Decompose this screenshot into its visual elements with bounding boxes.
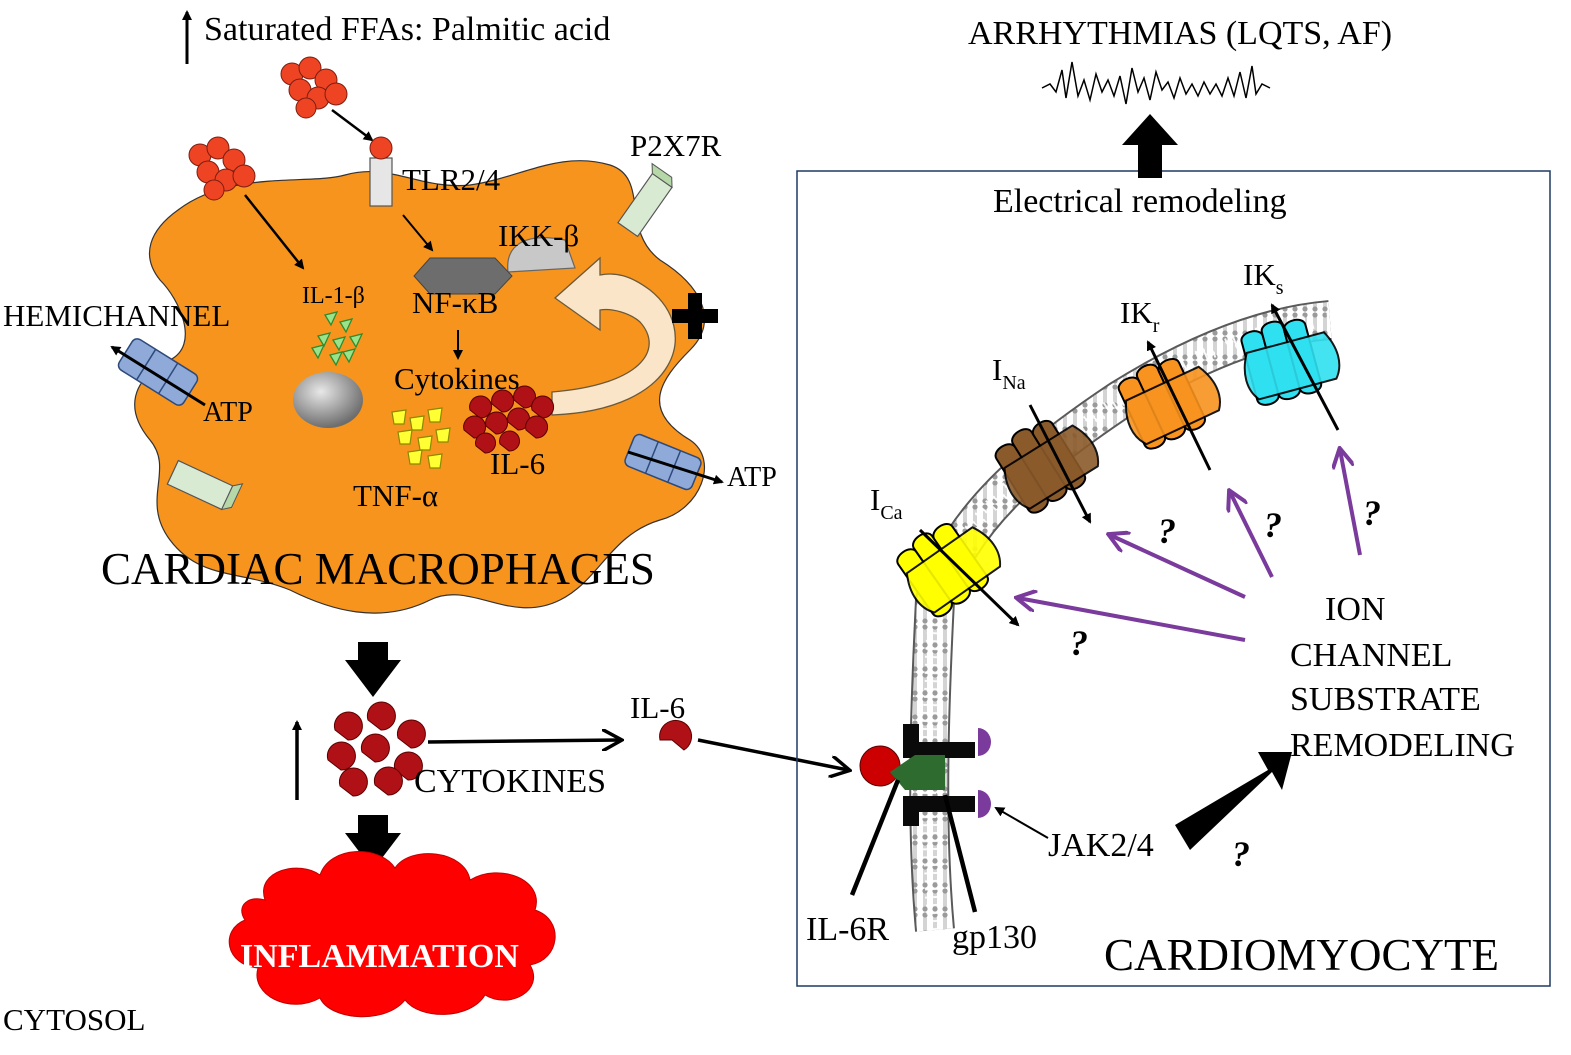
- ikk-label: IKK-β: [498, 218, 579, 253]
- purple-arrow-ica: [1018, 598, 1246, 642]
- il6r-pointer: [849, 779, 901, 896]
- il1b-triangles: [310, 311, 364, 367]
- tnf-alpha-shapes: [391, 407, 451, 469]
- iks-channel: [1240, 318, 1341, 406]
- jak-label: JAK2/4: [1048, 827, 1154, 864]
- jak-label-pointer: [994, 807, 1049, 839]
- il6-pacman: [659, 719, 693, 751]
- purple-arrow-iks: [1340, 450, 1362, 556]
- cytokines-to-il6-arrow: [427, 740, 620, 742]
- gp130-bar-bottom: [903, 796, 975, 812]
- question-mark-iks: ?: [1363, 493, 1381, 533]
- arrhythmias-label: ARRHYTHMIAS (LQTS, AF): [968, 15, 1392, 52]
- atp-left-label: ATP: [203, 397, 253, 428]
- hemichannel-atp-arrow: [110, 345, 206, 407]
- iks-arrow: [1270, 303, 1340, 431]
- feedback-arrow: [551, 256, 676, 416]
- gp130-stem-top: [903, 724, 919, 758]
- nfkb-shape: [413, 257, 513, 295]
- ikr-arrow: [1146, 340, 1212, 471]
- inflammation-label: INFLAMMATION: [240, 938, 519, 975]
- tlr-label: TLR2/4: [402, 162, 501, 197]
- il6-to-receptor-arrow: [697, 738, 848, 770]
- p2x7r-receptor-bottom: [166, 459, 244, 511]
- purple-arrow-ikr: [1230, 492, 1274, 578]
- il6-in-label: IL-6: [490, 446, 545, 481]
- ikr-label: IKr: [1120, 295, 1160, 337]
- purple-arrow-ina: [1110, 535, 1246, 599]
- inflammation-cloud: [228, 851, 556, 1018]
- cardiomyocyte-label: CARDIOMYOCYTE: [1104, 930, 1499, 980]
- il6-out-label: IL-6: [630, 690, 685, 725]
- question-mark-ina: ?: [1158, 511, 1176, 551]
- cytokines-out-label: CYTOKINES: [414, 763, 606, 800]
- gp130-label: gp130: [952, 919, 1037, 956]
- ica-channel: [896, 523, 1001, 618]
- ffa-to-tlr-arrow: [331, 109, 374, 142]
- il1b-label: IL-1-β: [302, 283, 365, 309]
- jak-top: [978, 728, 991, 756]
- tlr-receptor: [369, 157, 393, 207]
- il6r-label: IL-6R: [806, 911, 889, 948]
- down-arrow-2: [345, 815, 401, 870]
- ina-arrow: [1028, 404, 1092, 524]
- gp130-stem-bottom: [903, 796, 919, 826]
- electrical-label: Electrical remodeling: [993, 183, 1287, 220]
- ecg-trace-icon: [1041, 61, 1271, 105]
- hemichannel-label: HEMICHANNEL: [3, 298, 230, 333]
- p2x7r-receptor-top: [617, 162, 673, 238]
- cytosol-label: CYTOSOL: [3, 1002, 145, 1037]
- gp130-pointer: [942, 794, 978, 913]
- atp-right-arrow: [627, 450, 724, 485]
- ion-remodeling-line1: ION: [1325, 591, 1385, 628]
- question-mark-jak: ?: [1232, 834, 1250, 874]
- cytokines-cluster: [326, 701, 426, 797]
- tnfa-label: TNF-α: [353, 478, 438, 513]
- ica-arrow: [918, 528, 1020, 627]
- cytokines-in-label: Cytokines: [394, 361, 520, 396]
- ikr-channel: [1117, 358, 1221, 450]
- jak-bottom: [978, 790, 991, 818]
- il6r-green: [890, 755, 945, 790]
- tlr-to-nfkb-arrow: [402, 214, 434, 252]
- p2x7r-label: P2X7R: [630, 128, 722, 163]
- il6-receptor-ligand: [859, 745, 901, 787]
- ion-remodeling-line4: REMODELING: [1290, 727, 1515, 764]
- ffa-label: Saturated FFAs: Palmitic acid: [204, 11, 610, 48]
- tlr-ligand: [369, 136, 393, 160]
- ion-remodeling-line3: SUBSTRATE: [1290, 681, 1481, 718]
- jak-to-remodeling-arrow: [1175, 752, 1292, 850]
- ffa-cluster-top: [280, 56, 348, 119]
- nucleus: [293, 372, 363, 428]
- atp-right-label: ATP: [727, 462, 777, 493]
- ikk-beta-shape: [507, 237, 576, 273]
- question-mark-ikr: ?: [1264, 505, 1282, 545]
- nfkb-label: NF-κB: [412, 285, 498, 320]
- ica-label: ICa: [870, 482, 903, 524]
- macrophage-cell: [134, 160, 706, 614]
- ion-remodeling-line2: CHANNEL: [1290, 637, 1452, 674]
- plus-icon: [672, 293, 718, 339]
- macrophages-label: CARDIAC MACROPHAGES: [101, 544, 655, 594]
- iks-label: IKs: [1243, 257, 1284, 299]
- question-mark-ica: ?: [1070, 623, 1088, 663]
- ina-label: INa: [992, 352, 1026, 394]
- ffa-cluster-left: [188, 136, 256, 201]
- il6-cluster-cell: [463, 385, 555, 454]
- down-arrow-1: [345, 642, 401, 697]
- cardiomyocyte-box: [796, 170, 1551, 987]
- ffa-to-il1b-arrow: [244, 194, 305, 270]
- gp130-bar-top: [903, 742, 975, 758]
- up-arrow-electrical: [1122, 114, 1178, 178]
